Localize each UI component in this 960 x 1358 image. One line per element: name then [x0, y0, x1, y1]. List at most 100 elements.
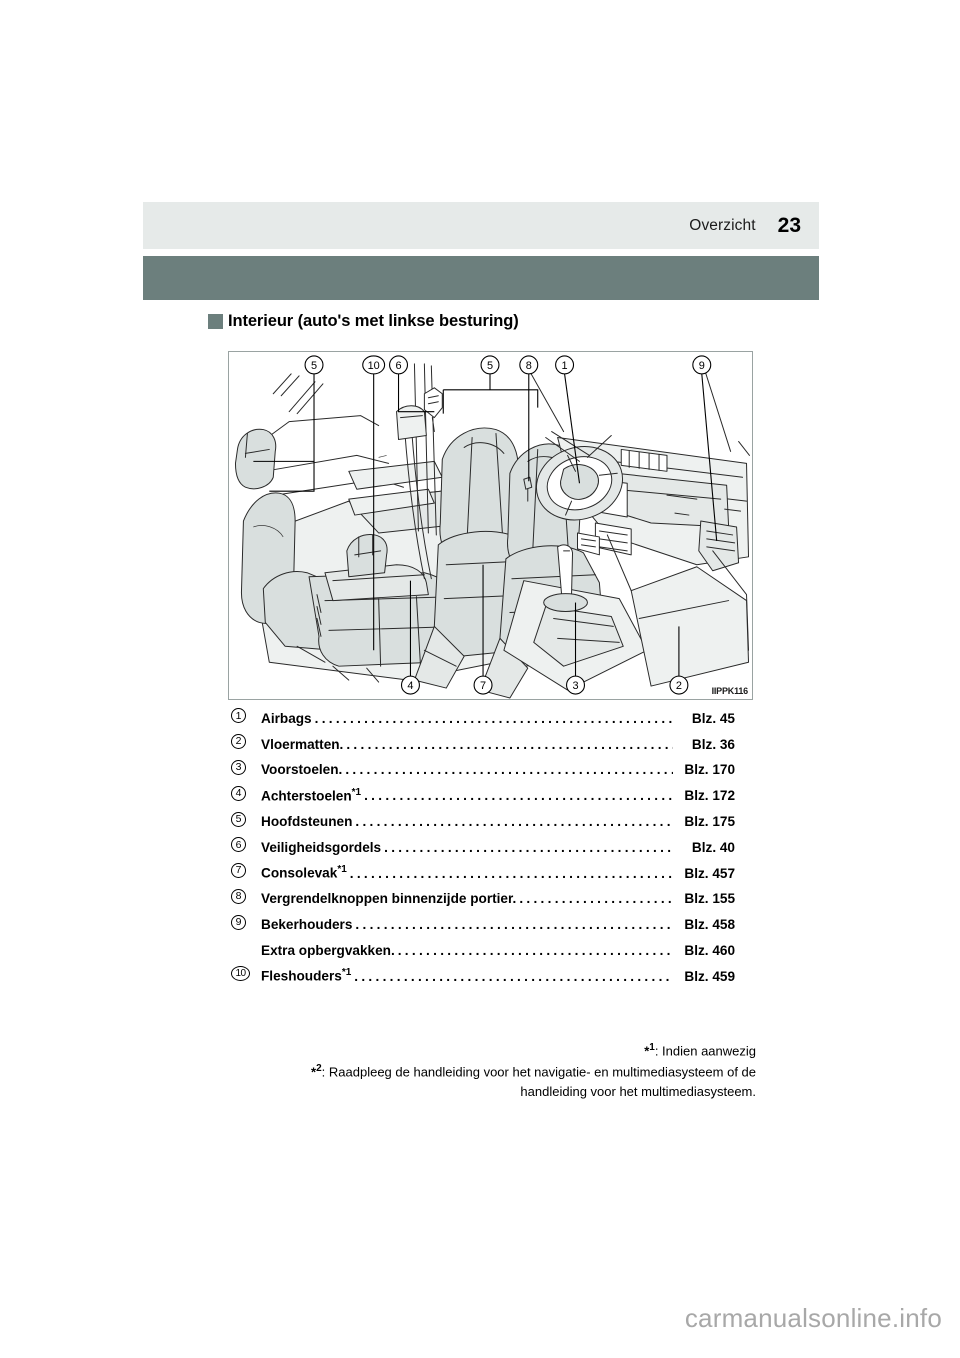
- legend-page-reference[interactable]: Blz. 40: [691, 839, 735, 855]
- legend-marker: 10: [231, 961, 261, 987]
- svg-text:9: 9: [699, 360, 705, 372]
- interior-line-art: .ln { fill:none; stroke:#2a2a2a; stroke-…: [234, 355, 751, 699]
- svg-text:4: 4: [407, 680, 413, 692]
- svg-text:8: 8: [526, 360, 532, 372]
- figure-callout-2: 2: [669, 675, 689, 695]
- figure-callout-4: 4: [400, 675, 420, 695]
- square-bullet-icon: [208, 314, 223, 329]
- svg-text:5: 5: [487, 360, 493, 372]
- legend-number-badge: 5: [231, 811, 246, 827]
- legend-item-label[interactable]: Consolevak*1: [261, 864, 347, 884]
- legend-item-label[interactable]: Hoofdsteunen: [261, 814, 352, 832]
- legend-item-label-text: Achterstoelen: [261, 788, 352, 804]
- legend-item-label-text: Fleshouders: [261, 968, 342, 984]
- legend-marker: 4: [231, 780, 261, 806]
- legend-marker: 2: [231, 729, 261, 755]
- legend-item-label[interactable]: Fleshouders*1: [261, 967, 351, 987]
- legend-number-badge: 10: [231, 966, 250, 982]
- legend-page-reference[interactable]: Blz. 458: [684, 917, 735, 933]
- svg-text:10: 10: [368, 360, 380, 372]
- legend-page-reference[interactable]: Blz. 172: [684, 788, 735, 804]
- legend-page-reference[interactable]: Blz. 155: [684, 891, 735, 907]
- page-number: 23: [777, 213, 801, 237]
- legend-number-badge: 9: [231, 914, 246, 930]
- legend-item-label[interactable]: Achterstoelen*1: [261, 787, 361, 807]
- svg-text:2: 2: [676, 680, 682, 692]
- footnote-star2-number: 2: [316, 1062, 322, 1074]
- legend-marker: 7: [231, 858, 261, 884]
- legend-leader-dots: ........................................…: [355, 813, 673, 829]
- legend-row: Extra opbergvakken......................…: [231, 935, 735, 961]
- legend-item-label-text: Voorstoelen.: [261, 762, 343, 778]
- legend-leader-dots: ........................................…: [397, 942, 673, 958]
- figure-callout-1: 1: [555, 355, 575, 375]
- legend-leader-dots: ........................................…: [364, 788, 673, 804]
- legend-item-label[interactable]: Airbags: [261, 711, 312, 729]
- legend-page-reference[interactable]: Blz. 45: [691, 710, 735, 726]
- legend-marker: 5: [231, 806, 261, 832]
- legend-marker: 6: [231, 832, 261, 858]
- figure-callout-3: 3: [566, 675, 586, 695]
- svg-text:6: 6: [395, 360, 401, 372]
- footnote-star1: *1: Indien aanwezig: [231, 1041, 756, 1061]
- svg-text:7: 7: [480, 680, 486, 692]
- legend-leader-dots: ........................................…: [346, 736, 673, 752]
- legend-marker: 9: [231, 909, 261, 935]
- legend-number-badge: 4: [231, 785, 246, 801]
- footnote-star2-text-line1: : Raadpleeg de handleiding voor het navi…: [321, 1064, 756, 1080]
- legend-marker: 3: [231, 755, 261, 781]
- legend-item-label[interactable]: Voorstoelen.: [261, 762, 342, 780]
- legend-page-reference[interactable]: Blz. 36: [691, 736, 735, 752]
- figure-callout-10: 10: [362, 355, 386, 375]
- legend-leader-dots: ........................................…: [519, 891, 673, 907]
- section-heading-label: Interieur (auto's met linkse besturing): [228, 312, 519, 330]
- figure-callout-5b: 5: [480, 355, 500, 375]
- legend-page-reference[interactable]: Blz. 175: [684, 813, 735, 829]
- legend-number-badge: 3: [231, 759, 246, 775]
- legend-row: 4 Achterstoelen*1........................…: [231, 780, 735, 806]
- legend-list: 1 Airbags................................…: [231, 703, 735, 987]
- legend-page-reference[interactable]: Blz. 460: [684, 942, 735, 958]
- figure-id-label: IIPPK116: [711, 686, 749, 696]
- legend-item-footnote-marker: *1: [351, 786, 362, 798]
- footnote-star2-line2: handleiding voor het multimediasysteem.: [231, 1083, 756, 1101]
- legend-item-label-text: Hoofdsteunen: [261, 813, 353, 829]
- legend-item-label[interactable]: Extra opbergvakken.: [261, 943, 395, 961]
- figure-callout-9: 9: [692, 355, 712, 375]
- legend-leader-dots: ........................................…: [349, 865, 673, 881]
- legend-marker: 8: [231, 884, 261, 910]
- legend-row: 5 Hoofdsteunen...........................…: [231, 806, 735, 832]
- section-heading: Interieur (auto's met linkse besturing): [208, 312, 519, 331]
- legend-item-label[interactable]: Vergrendelknoppen binnenzijde portier.: [261, 891, 516, 909]
- footnote-star1-text: : Indien aanwezig: [654, 1043, 756, 1059]
- legend-item-label[interactable]: Bekerhouders: [261, 917, 352, 935]
- legend-item-label[interactable]: Vloermatten.: [261, 737, 343, 755]
- figure-callout-8: 8: [519, 355, 539, 375]
- legend-page-reference[interactable]: Blz. 459: [684, 968, 735, 984]
- legend-item-label-text: Airbags: [261, 710, 312, 726]
- page-header-band: Overzicht 23: [143, 202, 819, 249]
- footnote-star2-text-line2: handleiding voor het multimediasysteem.: [520, 1083, 756, 1099]
- legend-item-label-text: Veiligheidsgordels: [261, 839, 382, 855]
- legend-marker: 1: [231, 703, 261, 729]
- legend-item-label-text: Vloermatten.: [261, 736, 344, 752]
- legend-item-label-text: Vergrendelknoppen binnenzijde portier.: [261, 891, 517, 907]
- footnote-star1-marker: *: [644, 1043, 650, 1059]
- site-watermark: carmanualsonline.info: [684, 1303, 942, 1333]
- legend-item-label-text: Extra opbergvakken.: [261, 942, 395, 958]
- legend-page-reference[interactable]: Blz. 170: [684, 762, 735, 778]
- legend-item-label-text: Bekerhouders: [261, 917, 353, 933]
- legend-item-label[interactable]: Veiligheidsgordels: [261, 840, 381, 858]
- footnote-star2-marker: *: [311, 1064, 317, 1080]
- legend-leader-dots: ........................................…: [384, 839, 673, 855]
- legend-leader-dots: ........................................…: [314, 710, 673, 726]
- legend-number-badge: 1: [231, 708, 246, 724]
- legend-row: 1 Airbags................................…: [231, 703, 735, 729]
- legend-page-reference[interactable]: Blz. 457: [684, 865, 735, 881]
